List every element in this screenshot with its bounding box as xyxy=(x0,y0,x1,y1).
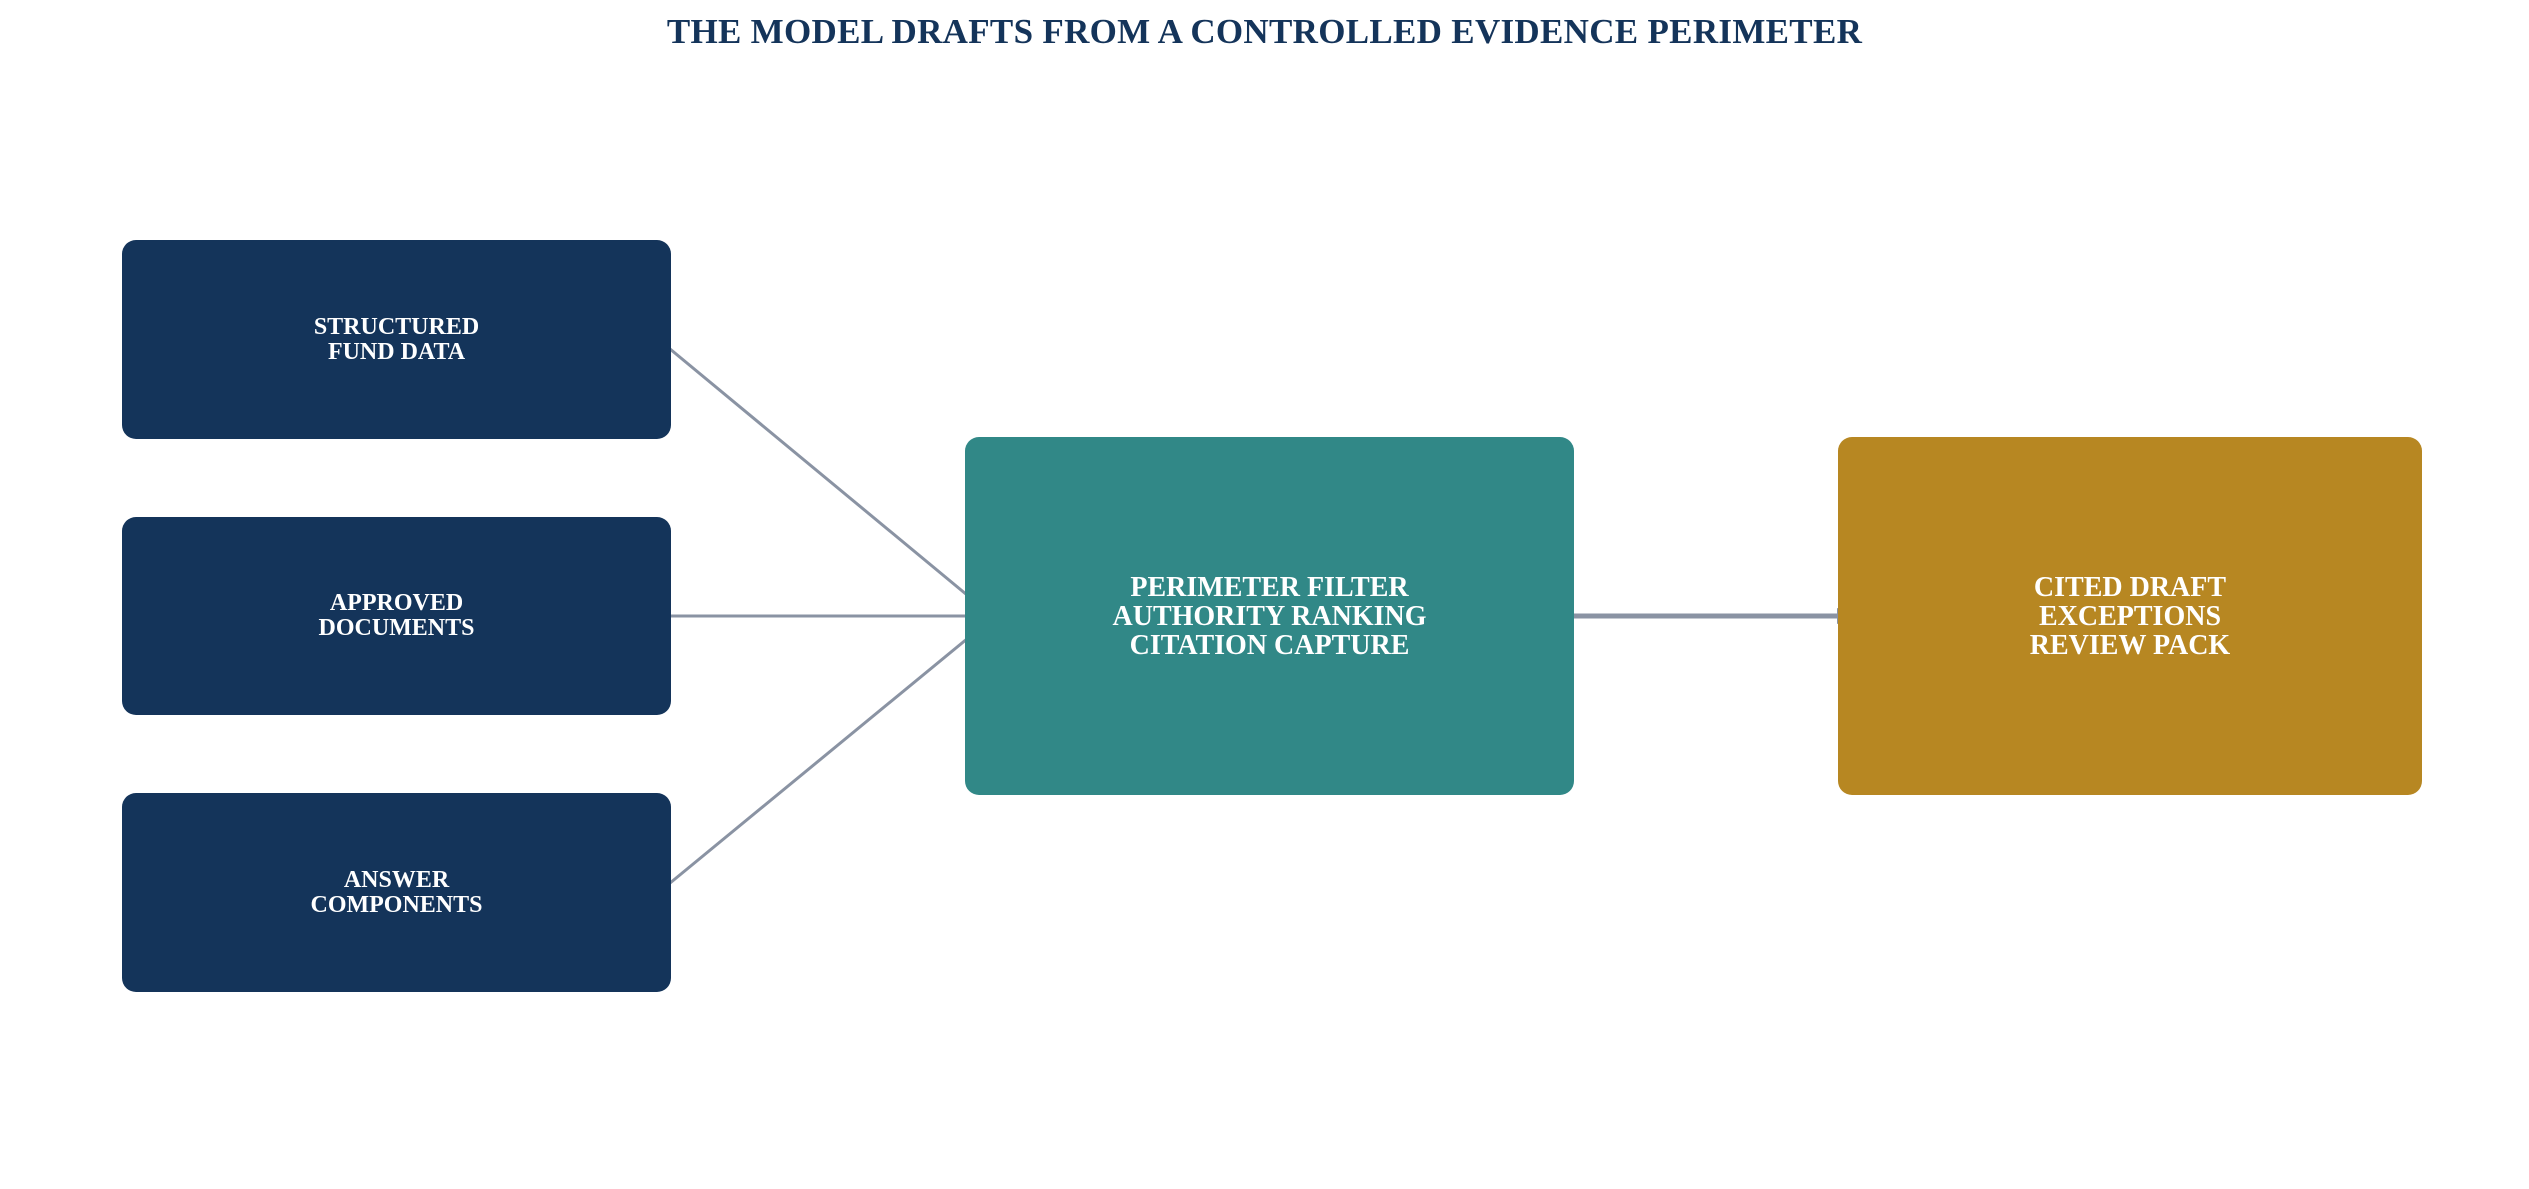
source-label-line: DOCUMENTS xyxy=(318,615,475,641)
source-box-structured-fund-data: STRUCTURED FUND DATA xyxy=(122,240,671,439)
output-label-line: CITED DRAFT xyxy=(2033,571,2227,603)
filter-label-line: PERIMETER FILTER xyxy=(1130,571,1409,603)
arrow-structured-to-filter xyxy=(663,342,992,616)
output-label-line: REVIEW PACK xyxy=(2029,629,2231,661)
source-label-line: ANSWER xyxy=(343,866,450,893)
arrow-answer-to-filter xyxy=(663,618,992,890)
perimeter-filter-box: PERIMETER FILTER AUTHORITY RANKING CITAT… xyxy=(965,437,1574,795)
output-label-line: EXCEPTIONS xyxy=(2038,600,2222,632)
source-label-line: APPROVED xyxy=(329,590,464,616)
source-label-line: STRUCTURED xyxy=(313,313,480,340)
output-box-cited-draft: CITED DRAFT EXCEPTIONS REVIEW PACK xyxy=(1838,437,2422,795)
source-box-answer-components: ANSWER COMPONENTS xyxy=(122,793,671,992)
source-label-line: FUND DATA xyxy=(327,338,466,365)
source-box-approved-documents: APPROVED DOCUMENTS xyxy=(122,517,671,715)
source-label-line: COMPONENTS xyxy=(310,891,483,918)
diagram-title: THE MODEL DRAFTS FROM A CONTROLLED EVIDE… xyxy=(666,12,1863,51)
filter-label-line: AUTHORITY RANKING xyxy=(1112,600,1427,632)
filter-label-line: CITATION CAPTURE xyxy=(1129,629,1410,661)
